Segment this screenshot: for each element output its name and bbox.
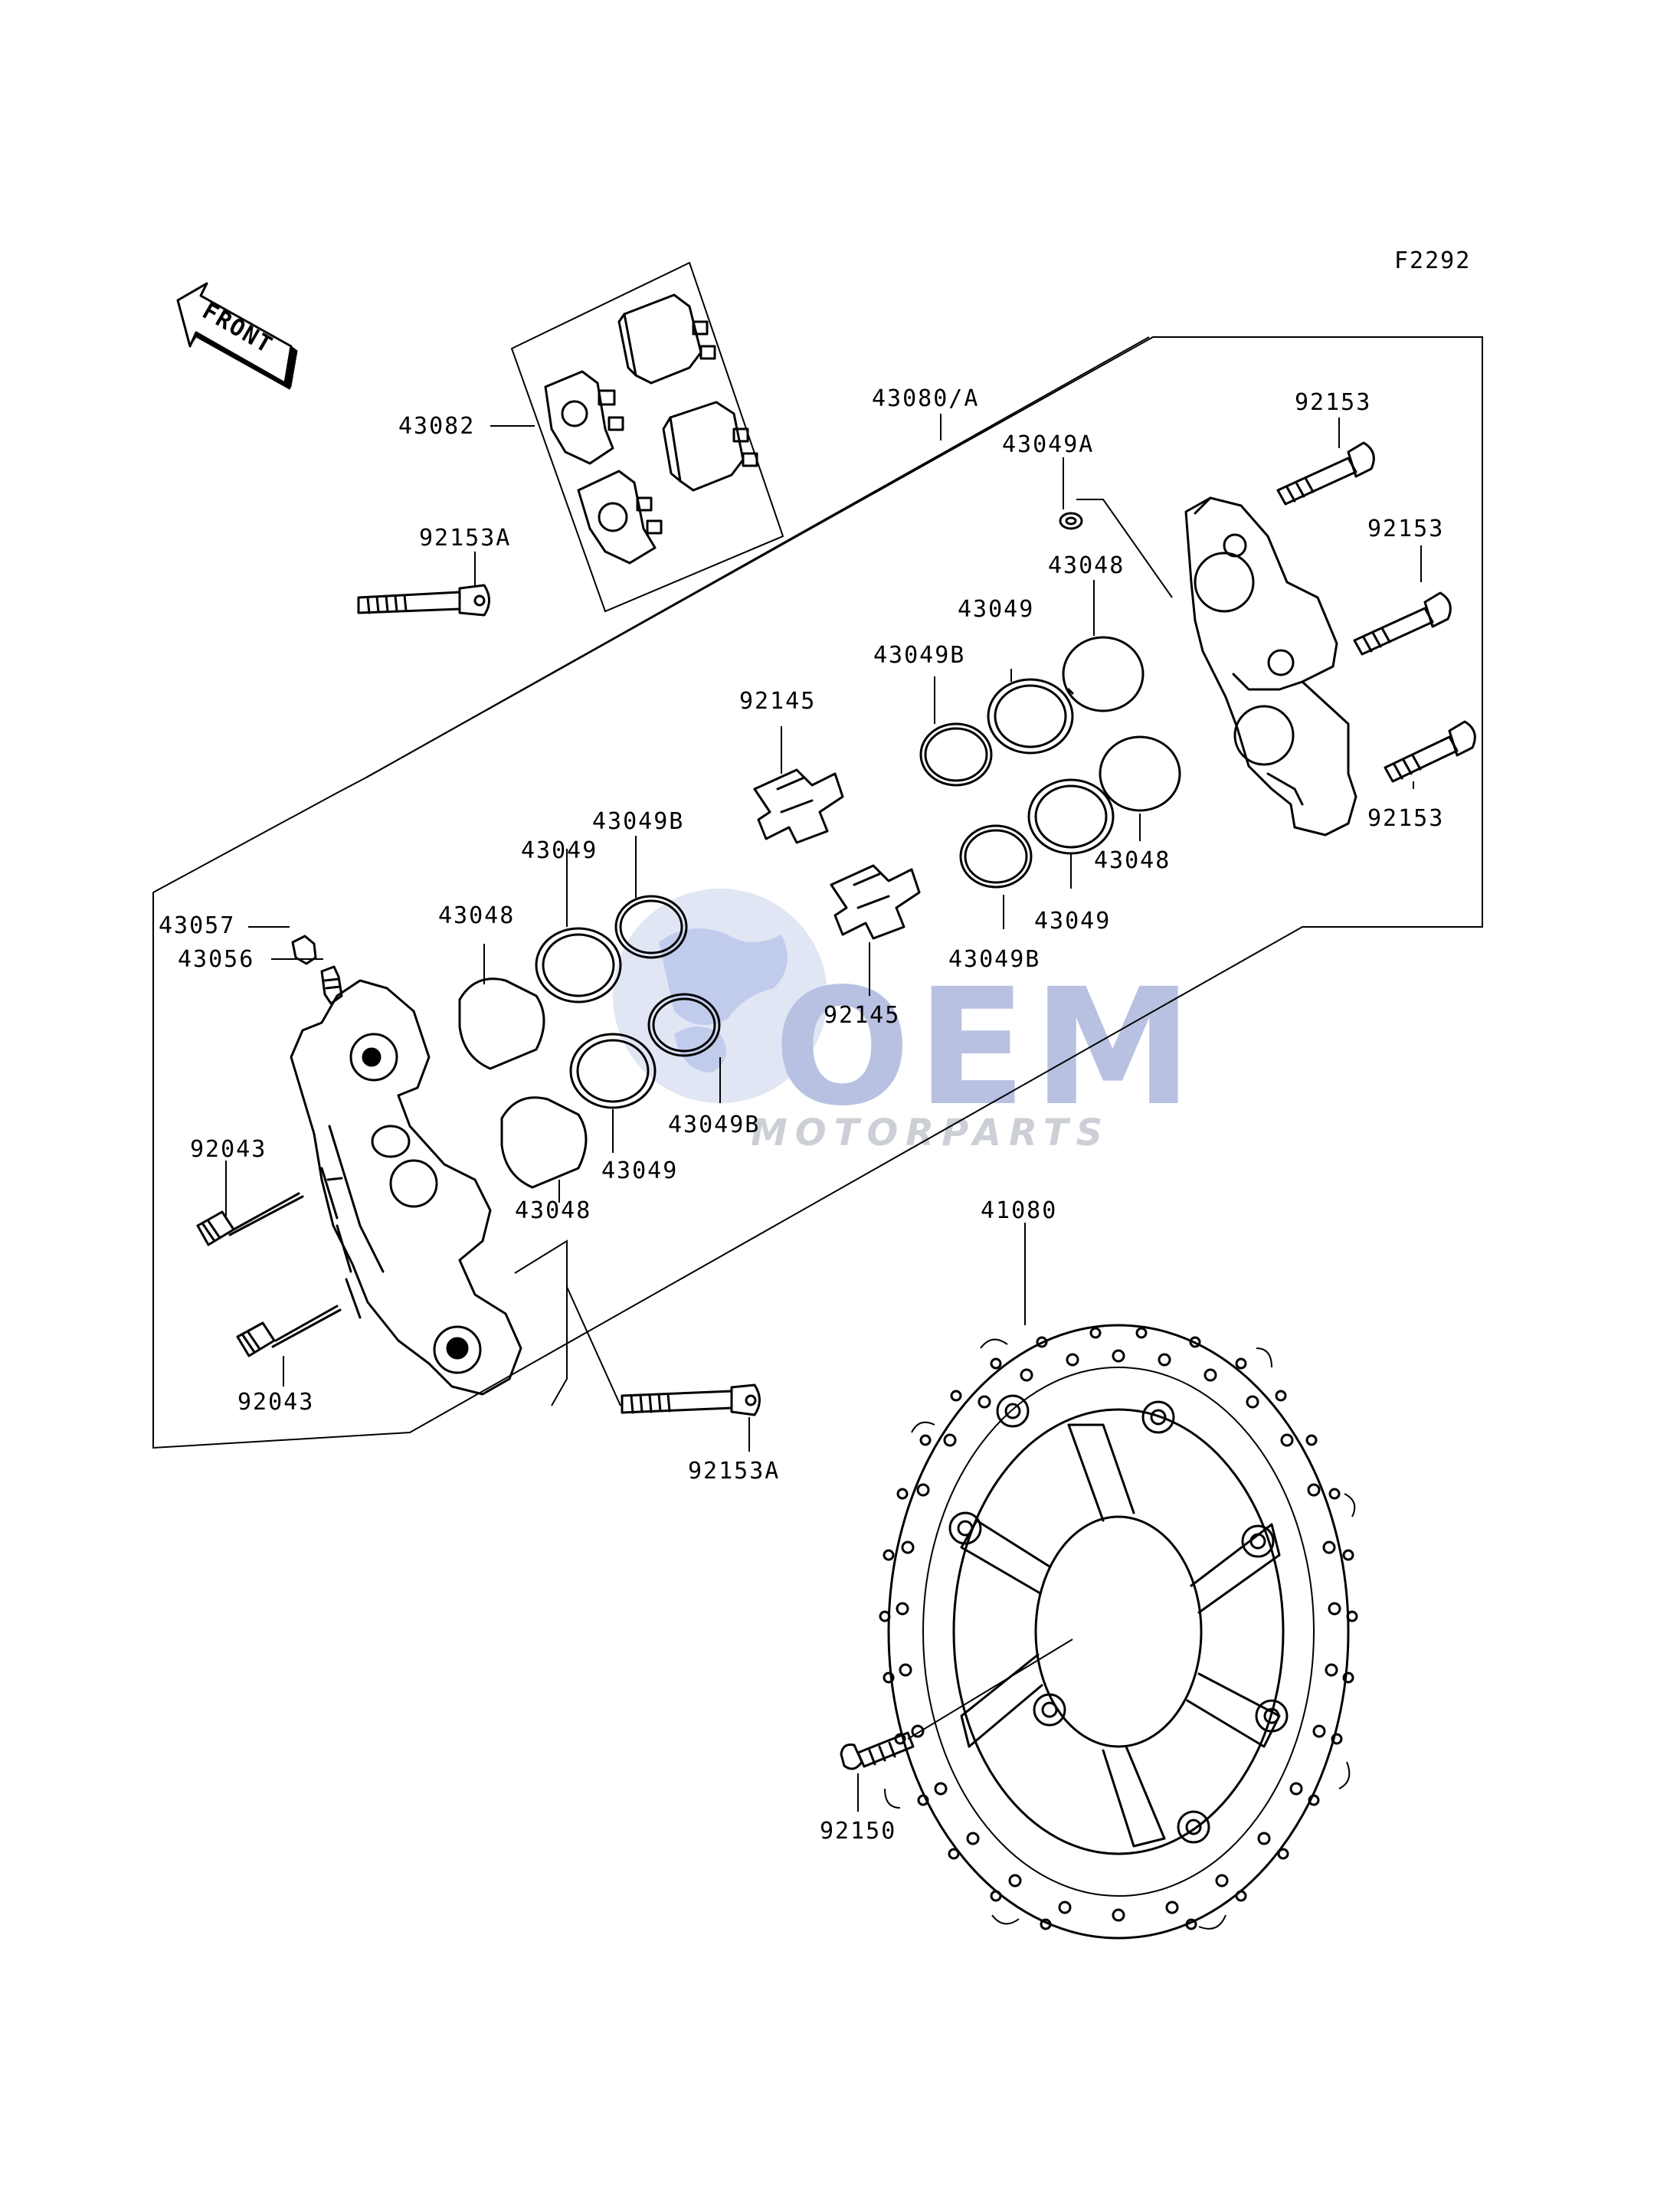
label-92043-upper: 92043 [190,1136,267,1163]
label-43048-left-lower: 43048 [515,1197,591,1224]
bleed-cap-43057 [291,935,317,965]
piston-43048-right-lower [1099,735,1181,812]
label-92153-middle: 92153 [1367,516,1444,542]
bolt-92153-bottom [1384,720,1476,783]
seal-43049-right-lower [1027,778,1115,855]
seal-43049-left-lower [569,1033,657,1109]
pad-pin-92043-upper [196,1192,304,1246]
pad-spring-92145-upper [753,768,844,844]
pad-pin-92043-lower [236,1305,342,1357]
washer-43049A [1059,512,1083,530]
label-43057: 43057 [159,912,235,939]
disc-vent-holes [879,1327,1358,1930]
label-43049B-right-lower: 43049B [948,946,1040,973]
seal-43049-left-upper [535,927,622,1004]
bolt-92153A-top [357,584,490,617]
seal-43049B-right-lower [959,824,1033,889]
caliper-assembly-outline [152,336,1483,1449]
label-43080A: 43080/A [872,385,979,412]
brake-pad-set [510,261,784,613]
label-43048-left-upper: 43048 [438,902,515,929]
label-92153A-top: 92153A [419,525,511,552]
label-43048-right-upper: 43048 [1048,552,1125,579]
bolt-92153-middle [1353,591,1452,656]
label-43056: 43056 [178,946,254,973]
seal-43049B-right-upper [919,722,993,787]
label-92150: 92150 [820,1818,896,1845]
seal-43049B-left-upper [614,895,688,959]
piston-43048-left-upper [458,977,545,1070]
bolt-92153A-bottom [621,1383,761,1416]
label-92153-bottom: 92153 [1367,805,1444,832]
label-43049B-right-upper: 43049B [873,642,965,669]
label-92145-lower: 92145 [824,1002,900,1029]
bleed-valve-43056 [320,965,343,1005]
label-43048-right-lower: 43048 [1094,847,1171,874]
figure-code: F2292 [1394,247,1471,274]
oem-motorparts-watermark: OEM MOTORPARTS [613,889,1199,1154]
label-92153A-bottom: 92153A [688,1458,780,1485]
label-43049-left-upper: 43049 [521,837,598,864]
piston-43048-left-lower [500,1096,588,1189]
brake-disc-41080 [879,1324,1358,1940]
label-41080: 41080 [981,1197,1057,1224]
label-92043-lower: 92043 [237,1389,314,1416]
label-43082: 43082 [398,413,475,440]
label-43049-right-lower: 43049 [1034,908,1111,935]
leader-lines [225,414,1422,1812]
watermark-brand: OEM [774,954,1199,1141]
disc-bolt-92150 [840,1731,915,1770]
front-label: FRONT [198,298,277,359]
label-92153-top: 92153 [1295,389,1371,416]
caliper-left-half [290,979,522,1396]
label-92145-upper: 92145 [739,688,816,715]
label-43049A: 43049A [1002,431,1094,458]
caliper-right-half [1184,496,1357,837]
label-43049-left-lower: 43049 [601,1157,678,1184]
pad-spring-92145-lower [830,864,921,940]
bolt-92153-top [1276,441,1375,506]
pad-set-outline [510,261,784,613]
seal-43049B-left-lower [647,993,721,1057]
watermark-sub: MOTORPARTS [751,1112,1110,1154]
label-43049B-left-lower: 43049B [668,1112,760,1138]
seal-43049-right-upper [987,678,1074,755]
label-43049B-left-upper: 43049B [592,808,684,835]
piston-43048-right-upper [1062,636,1145,712]
front-direction-arrow-icon: FRONT [176,282,298,390]
assembly-divider-line [365,336,1150,778]
label-43049-right-upper: 43049 [958,596,1034,623]
